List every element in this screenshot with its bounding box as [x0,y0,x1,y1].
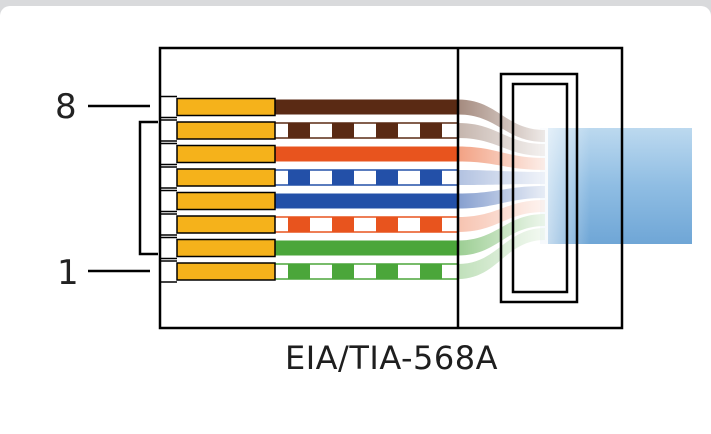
wire-stripe [288,217,310,232]
wire-stripe [420,264,442,279]
contact-slot-edge [160,260,177,283]
contact-pin-5 [176,168,276,187]
wire-stripe [288,123,310,138]
wire-body [270,99,458,115]
wire-fade-overlay [458,98,548,278]
contact-pin-3 [176,215,276,234]
wire-body [270,240,458,256]
wire-stripe [420,217,442,232]
pin-bracket [138,120,158,256]
contact-pin-1 [176,262,276,281]
contact-pin-2 [176,238,276,258]
wire-stripe [420,123,442,138]
wire-stripe [420,170,442,185]
contact-slot-edge [160,236,177,260]
contact-pin-6 [176,144,276,164]
wire-stripe [288,170,310,185]
wire-stripe [332,264,354,279]
contact-slot-edge [160,119,177,142]
wire-body [270,146,458,162]
contact-pin-4 [176,191,276,211]
wire-stripe [376,264,398,279]
wire-stripe [332,170,354,185]
wire-stripe [288,264,310,279]
pin-8-label: 8 [55,87,77,127]
wire-body [270,193,458,209]
contact-group [160,95,276,283]
contact-slot-edge [160,95,177,119]
latch-outer [499,72,579,304]
wire-stripe [376,217,398,232]
wire-body [270,217,458,232]
contact-slot-edge [160,213,177,236]
standard-caption: EIA/TIA-568A [285,339,499,377]
contact-pin-8 [176,97,276,117]
wire-stripe [376,170,398,185]
diagram-card: 8 1 EIA/TIA-568A [0,6,711,434]
wire-stripe [332,123,354,138]
contact-slot-edge [160,189,177,213]
wire-stripe [332,217,354,232]
latch-inner [511,82,569,294]
contact-pin-7 [176,121,276,140]
wire-stripe [376,123,398,138]
wire-body [270,264,458,279]
pin-1-label: 1 [57,253,79,293]
rj45-connector-diagram [88,46,692,330]
wire-body [270,170,458,185]
contact-slot-edge [160,166,177,189]
contact-slot-edge [160,142,177,166]
wire-body [270,123,458,138]
